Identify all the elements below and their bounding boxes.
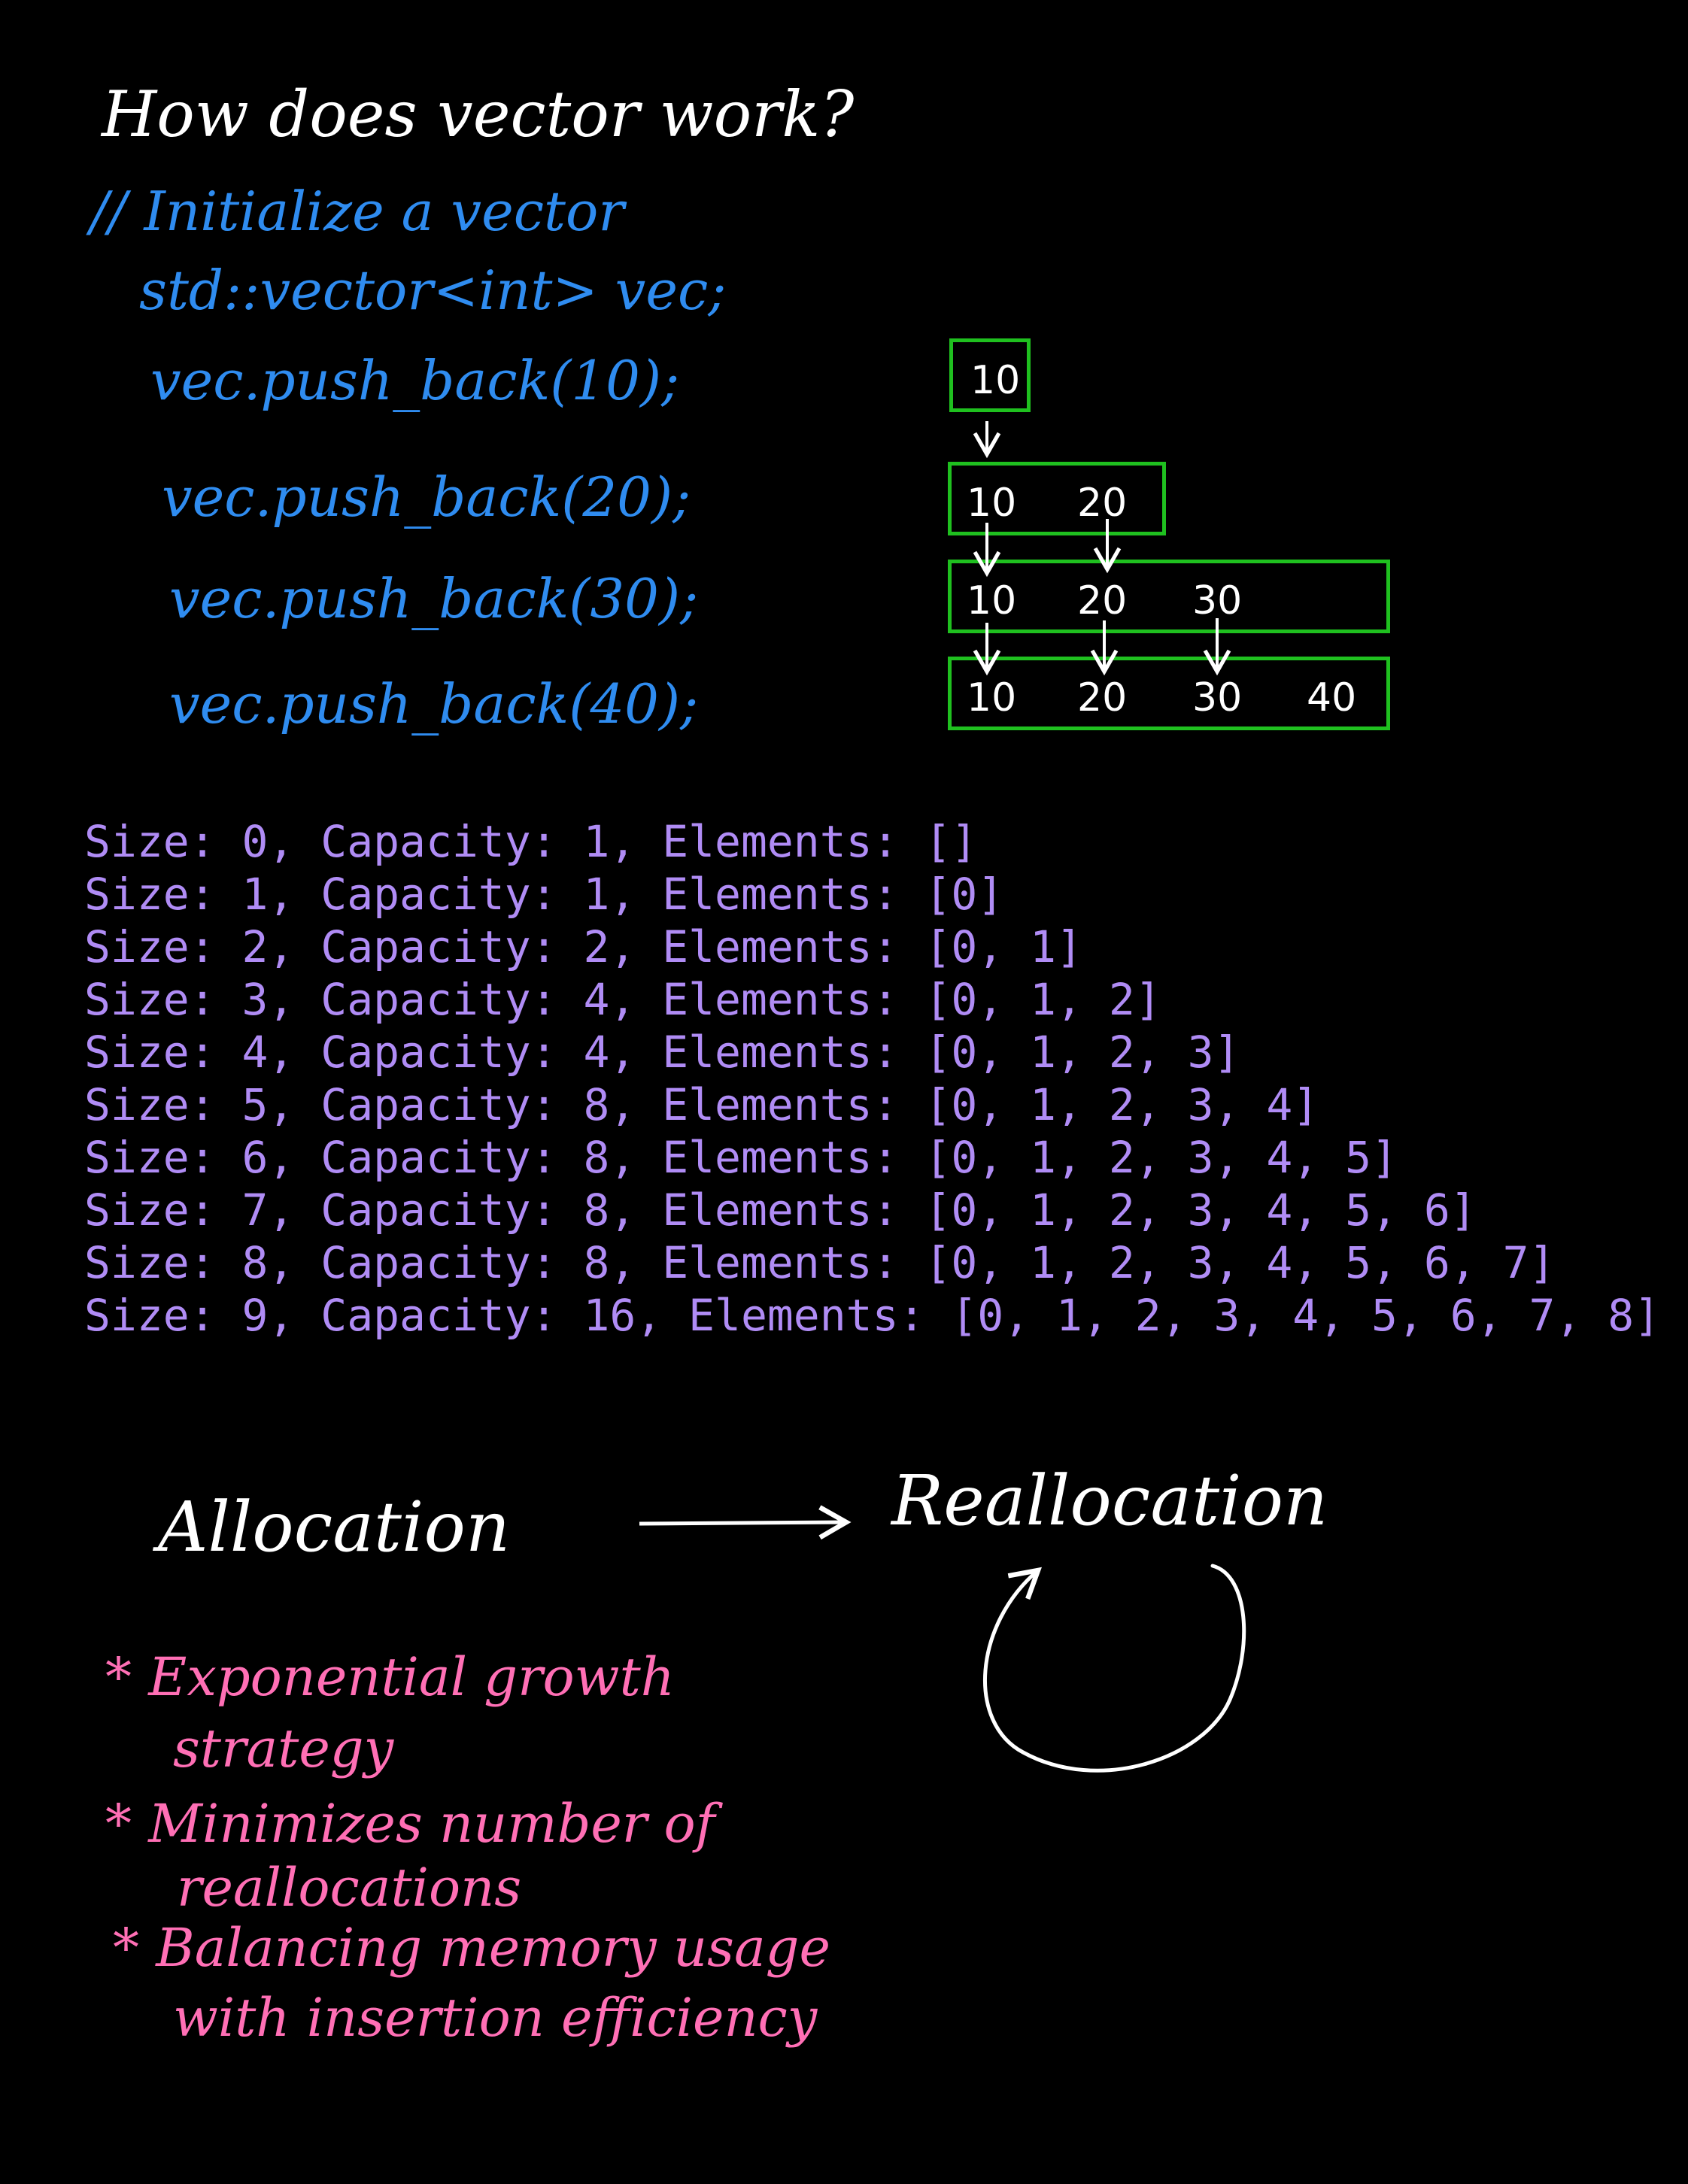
log-line-2: Size: 2, Capacity: 2, Elements: [0, 1] xyxy=(84,921,1082,972)
log-line-8: Size: 8, Capacity: 8, Elements: [0, 1, 2… xyxy=(84,1237,1556,1288)
note-2-line-2: reallocations xyxy=(177,1857,522,1919)
memory-box-2 xyxy=(948,462,1166,535)
log-line-5: Size: 5, Capacity: 8, Elements: [0, 1, 2… xyxy=(84,1079,1319,1130)
box4-cell-2: 20 xyxy=(1077,675,1128,720)
reallocation-label: Reallocation xyxy=(891,1461,1328,1541)
box4-cell-1: 10 xyxy=(967,675,1017,720)
memory-box-3 xyxy=(948,560,1390,633)
page-title: How does vector work? xyxy=(102,77,855,151)
box3-cell-2: 20 xyxy=(1077,578,1128,623)
box3-cell-3: 30 xyxy=(1192,578,1243,623)
box1-cell-1: 10 xyxy=(970,358,1021,403)
box2-cell-2: 20 xyxy=(1077,481,1128,526)
memory-box-4 xyxy=(948,657,1390,730)
log-line-1: Size: 1, Capacity: 1, Elements: [0] xyxy=(84,869,1004,920)
vector-declaration: std::vector<int> vec; xyxy=(139,259,727,322)
allocation-label: Allocation xyxy=(158,1487,511,1567)
push-back-20: vec.push_back(20); xyxy=(162,466,691,529)
code-comment: // Initialize a vector xyxy=(90,180,624,243)
box2-cell-1: 10 xyxy=(967,481,1017,526)
box4-cell-3: 30 xyxy=(1192,675,1243,720)
log-line-4: Size: 4, Capacity: 4, Elements: [0, 1, 2… xyxy=(84,1027,1240,1078)
box3-cell-1: 10 xyxy=(967,578,1017,623)
note-3-line-1: * Balancing memory usage xyxy=(113,1917,830,1979)
note-1-line-1: * Exponential growth xyxy=(105,1646,675,1708)
note-2-line-1: * Minimizes number of xyxy=(105,1793,715,1855)
log-line-9: Size: 9, Capacity: 16, Elements: [0, 1, … xyxy=(84,1290,1661,1341)
reallocation-loop-arrow xyxy=(983,1564,1246,1773)
note-1-line-2: strategy xyxy=(173,1718,394,1779)
log-line-6: Size: 6, Capacity: 8, Elements: [0, 1, 2… xyxy=(84,1132,1398,1183)
push-back-10: vec.push_back(10); xyxy=(150,349,680,412)
box4-cell-4: 40 xyxy=(1307,675,1357,720)
log-line-0: Size: 0, Capacity: 1, Elements: [] xyxy=(84,816,978,867)
memory-box-1 xyxy=(949,338,1031,412)
note-3-line-2: with insertion efficiency xyxy=(173,1987,818,2049)
log-line-3: Size: 3, Capacity: 4, Elements: [0, 1, 2… xyxy=(84,974,1161,1025)
push-back-40: vec.push_back(40); xyxy=(169,672,699,736)
allocation-arrow xyxy=(639,1505,852,1540)
log-line-7: Size: 7, Capacity: 8, Elements: [0, 1, 2… xyxy=(84,1185,1477,1236)
push-back-30: vec.push_back(30); xyxy=(169,567,699,630)
